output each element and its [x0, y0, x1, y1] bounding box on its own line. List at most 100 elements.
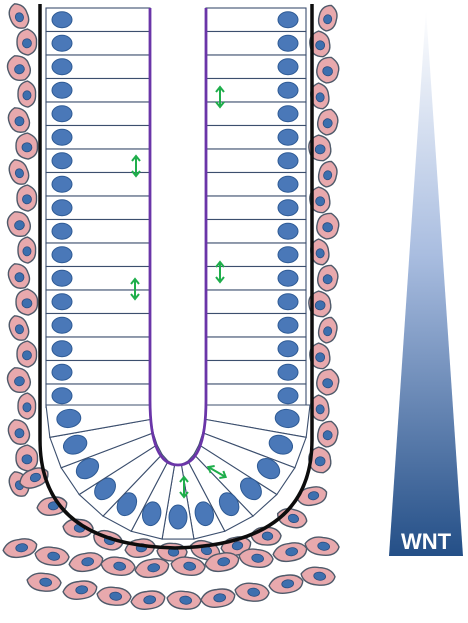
cell-nucleus	[194, 501, 215, 527]
cell-nucleus	[256, 458, 281, 480]
stromal-nucleus	[14, 376, 25, 387]
stromal-nucleus	[81, 557, 95, 567]
stromal-nucleus	[14, 12, 24, 23]
stromal-cell	[317, 4, 338, 32]
stromal-nucleus	[143, 595, 157, 605]
cell-nucleus	[277, 11, 299, 29]
stromal-nucleus	[22, 194, 32, 205]
cell-nucleus	[51, 293, 73, 311]
stromal-cell	[310, 82, 330, 110]
stromal-nucleus	[315, 352, 326, 363]
stromal-nucleus	[315, 404, 325, 415]
stromal-cell	[308, 134, 332, 162]
stromal-cell	[15, 132, 39, 160]
stromal-nucleus	[322, 378, 333, 389]
double-headed-arrow-icon	[215, 260, 225, 284]
stromal-nucleus	[247, 587, 261, 597]
stromal-nucleus	[315, 248, 325, 259]
basement-membrane	[38, 4, 314, 550]
stromal-cell	[316, 368, 340, 396]
stromal-nucleus	[322, 222, 333, 233]
cell-nucleus	[51, 152, 73, 170]
wnt-gradient: WNT	[389, 9, 463, 556]
double-headed-arrow-icon	[206, 465, 228, 479]
cell-nucleus	[277, 199, 299, 217]
stromal-cell	[234, 582, 270, 602]
cell-nucleus	[51, 128, 73, 146]
stromal-nucleus	[29, 472, 41, 483]
crypt-lumen-border	[148, 8, 208, 467]
stromal-cell	[308, 290, 332, 318]
stromal-cell	[308, 446, 332, 474]
cell-nucleus	[277, 58, 299, 76]
stromal-cell	[2, 538, 38, 559]
stromal-nucleus	[315, 40, 326, 51]
stromal-nucleus	[39, 577, 53, 587]
double-headed-arrow-icon	[130, 277, 140, 301]
stromal-nucleus	[22, 350, 32, 361]
stromal-nucleus	[14, 220, 25, 231]
stromal-cell	[7, 419, 31, 445]
cell-nucleus	[141, 501, 162, 527]
stromal-nucleus	[314, 456, 326, 467]
stromal-cell	[268, 574, 304, 594]
cell-nucleus	[51, 11, 73, 29]
cell-nucleus	[51, 246, 73, 264]
stromal-cell	[296, 486, 328, 507]
stromal-nucleus	[231, 541, 244, 551]
stromal-cell	[36, 496, 68, 516]
stromal-nucleus	[14, 168, 24, 179]
stromal-cell	[316, 108, 339, 136]
stromal-cell	[19, 467, 49, 489]
cell-nucleus	[218, 492, 240, 517]
cell-nucleus	[277, 152, 299, 170]
stromal-cell	[316, 264, 339, 292]
stromal-nucleus	[315, 196, 326, 207]
stromal-nucleus	[21, 142, 33, 153]
stromal-cell	[300, 566, 336, 586]
stromal-nucleus	[22, 90, 32, 101]
stromal-nucleus	[22, 38, 32, 49]
crypt-epithelium	[45, 7, 311, 540]
stromal-cell	[166, 590, 202, 610]
cell-nucleus	[51, 269, 73, 287]
stromal-cell	[316, 420, 339, 448]
stromal-cell	[170, 556, 206, 576]
stromal-cell	[17, 236, 37, 264]
cell-nucleus	[277, 105, 299, 123]
cell-nucleus	[277, 128, 299, 146]
stromal-nucleus	[213, 593, 227, 603]
stromal-nucleus	[251, 553, 265, 563]
stromal-cell	[6, 367, 32, 394]
stromal-nucleus	[315, 92, 325, 103]
stromal-nucleus	[21, 454, 33, 465]
stromal-cell	[316, 212, 340, 240]
stromal-cell	[16, 340, 38, 368]
stromal-cell	[8, 159, 30, 185]
stromal-nucleus	[285, 547, 299, 557]
stromal-cell	[16, 28, 38, 56]
stromal-cell	[17, 80, 37, 108]
stromal-nucleus	[14, 428, 25, 439]
cell-nucleus	[277, 175, 299, 193]
stromal-cell	[304, 536, 340, 556]
cell-nucleus	[277, 363, 299, 381]
stromal-cell	[100, 556, 136, 576]
cell-nucleus	[51, 199, 73, 217]
stromal-cell	[15, 444, 39, 472]
wnt-gradient-wedge	[389, 9, 463, 556]
cell-nucleus	[51, 316, 73, 334]
cell-nucleus	[277, 269, 299, 287]
stromal-cell	[8, 3, 30, 29]
cell-division-markers	[130, 85, 228, 499]
stromal-nucleus	[313, 571, 327, 581]
cell-nucleus	[51, 175, 73, 193]
cell-nucleus	[51, 340, 73, 358]
cell-nucleus	[240, 477, 262, 501]
stromal-cell	[272, 542, 308, 563]
stromal-nucleus	[179, 595, 193, 605]
stromal-nucleus	[75, 585, 89, 595]
stromal-cell	[7, 263, 31, 289]
stromal-nucleus	[47, 551, 61, 561]
